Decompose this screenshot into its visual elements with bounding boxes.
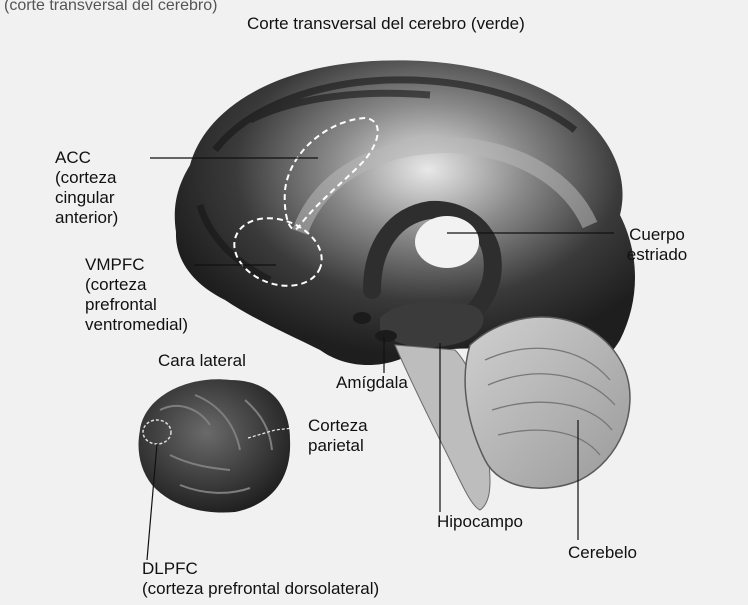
label-cuerpo-estriado: Cuerpo estriado [614, 225, 700, 265]
label-cuerpo-estriado-line-1: Cuerpo [614, 225, 700, 245]
label-dlpfc-line-2: (corteza prefrontal dorsolateral) [142, 579, 442, 599]
label-cuerpo-estriado-line-2: estriado [614, 245, 700, 265]
label-dlpfc: DLPFC (corteza prefrontal dorsolateral) [142, 559, 442, 599]
label-acc: ACC (corteza cingular anterior) [55, 148, 150, 228]
label-acc-line-4: anterior) [55, 208, 150, 228]
label-acc-line-3: cingular [55, 188, 150, 208]
label-vmpfc-line-1: VMPFC [85, 255, 200, 275]
label-vmpfc-line-3: prefrontal [85, 295, 200, 315]
label-hipocampo: Hipocampo [437, 512, 523, 532]
amygdala-body [375, 330, 397, 342]
label-vmpfc-line-2: (corteza [85, 275, 200, 295]
label-acc-line-2: (corteza [55, 168, 150, 188]
label-acc-line-1: ACC [55, 148, 150, 168]
label-vmpfc-line-4: ventromedial) [85, 315, 200, 335]
label-cerebelo: Cerebelo [568, 543, 637, 563]
label-cara-lateral: Cara lateral [158, 351, 246, 371]
label-vmpfc: VMPFC (corteza prefrontal ventromedial) [85, 255, 200, 335]
label-corteza-parietal: Corteza parietal [308, 416, 398, 456]
label-corteza-parietal-line-2: parietal [308, 436, 398, 456]
figure-title: Corte transversal del cerebro (verde) [247, 14, 525, 34]
small-dark-spot [353, 312, 371, 324]
label-amigdala: Amígdala [336, 373, 408, 393]
label-dlpfc-line-1: DLPFC [142, 559, 442, 579]
striatum-center [415, 216, 479, 268]
clipped-top-text: (corte transversal del cerebro) [4, 0, 217, 16]
label-corteza-parietal-line-1: Corteza [308, 416, 398, 436]
